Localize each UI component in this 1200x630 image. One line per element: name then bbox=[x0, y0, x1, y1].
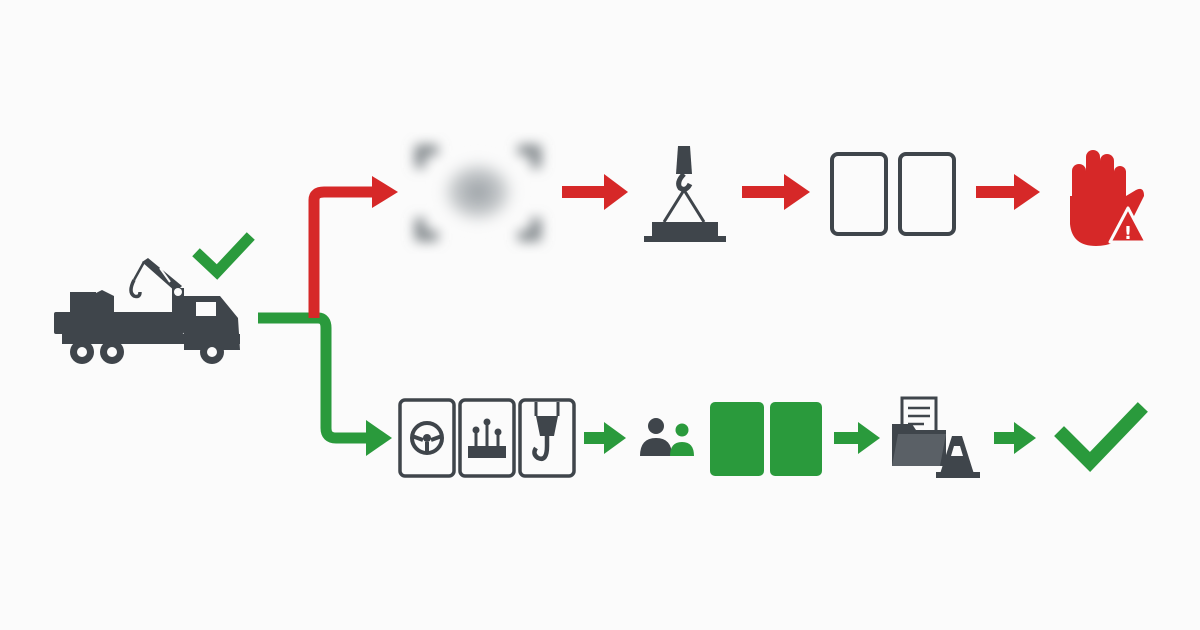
truck-wheel bbox=[200, 340, 224, 364]
lower-branch-arrowhead bbox=[366, 420, 392, 456]
green-arrow bbox=[994, 422, 1036, 454]
crane-hook-load-icon bbox=[644, 146, 726, 242]
filled-document-pair-icon bbox=[710, 402, 822, 476]
truck-wheel bbox=[70, 340, 94, 364]
steering-wheel-card bbox=[398, 398, 456, 478]
crane-hook-card bbox=[518, 398, 576, 478]
crane-truck-icon bbox=[54, 258, 240, 364]
red-arrow bbox=[976, 174, 1040, 210]
truck-wheel bbox=[100, 340, 124, 364]
control-panel-card bbox=[458, 398, 516, 478]
file-folder-cone-icon bbox=[892, 396, 980, 478]
empty-document-right bbox=[898, 152, 956, 236]
red-arrow bbox=[562, 174, 628, 210]
filled-document-right bbox=[770, 402, 822, 476]
red-arrow bbox=[742, 174, 810, 210]
green-check-icon bbox=[192, 232, 255, 280]
warning-triangle-icon bbox=[1108, 206, 1148, 244]
qualification-cards-icon bbox=[398, 398, 576, 478]
green-arrow bbox=[834, 422, 880, 454]
upper-branch-connector bbox=[308, 186, 372, 318]
warning-mark: ! bbox=[1124, 223, 1132, 244]
team-icon bbox=[640, 418, 694, 456]
empty-document-pair-icon bbox=[830, 152, 956, 236]
stop-hand-warning-icon: ! bbox=[1070, 150, 1148, 246]
filled-document-left bbox=[710, 402, 764, 476]
approved-check-icon bbox=[1054, 402, 1148, 473]
lower-branch-connector bbox=[258, 312, 372, 444]
blurred-frame-icon bbox=[415, 145, 541, 241]
upper-branch-arrowhead bbox=[372, 176, 398, 208]
green-arrow bbox=[584, 422, 626, 454]
empty-document-left bbox=[830, 152, 888, 236]
